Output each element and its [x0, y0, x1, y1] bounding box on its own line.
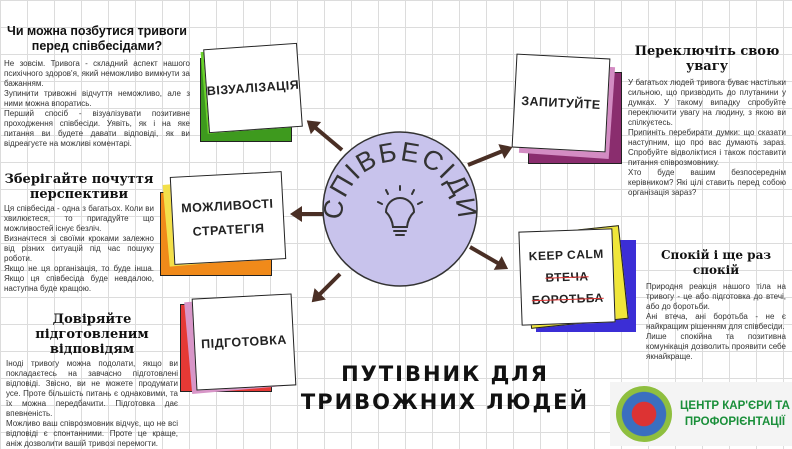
- section-paragraph: Ані втеча, ані боротьба - не є найкращим…: [646, 312, 786, 331]
- section-paragraph: Перший спосіб - візуалізувати позитивне …: [4, 109, 190, 148]
- section-paragraph: Припиніть перебирати думки: що сказати н…: [628, 128, 786, 167]
- section-paragraph: Не зовсім. Тривога - складний аспект наш…: [4, 59, 190, 88]
- poster-title: ПУТІВНИК ДЛЯ ТРИВОЖНИХ ЛЮДЕЙ: [300, 360, 590, 416]
- note-keep-calm: KEEP CALM: [528, 246, 604, 264]
- note-preparation: ПІДГОТОВКА: [191, 293, 297, 391]
- title-line-1: ПУТІВНИК ДЛЯ: [341, 362, 549, 386]
- section-title: Довіряйте підготовленим відповідям: [35, 312, 149, 357]
- card-preparation: ПІДГОТОВКА: [180, 290, 305, 400]
- note-fight: БОРОТЬБА: [531, 290, 604, 308]
- section-paragraph: Ця співбесіда - одна з багатьох. Коли ви…: [4, 204, 154, 233]
- card-keep-calm: KEEP CALM ВТЕЧА БОРОТЬБА: [506, 222, 641, 337]
- section-prepared-answers: Довіряйте підготовленим відповідям Іноді…: [6, 312, 178, 449]
- section-paragraph: Природня реакція нашого тіла на тривогу …: [646, 282, 786, 311]
- center-circle: СПІВБЕСІДИ: [320, 131, 480, 287]
- lightbulb-icon: [377, 185, 423, 236]
- note-flee: ВТЕЧА: [545, 269, 589, 285]
- section-paragraph: Лише спокійна та позитивна комунікація д…: [646, 332, 786, 361]
- logo-line-2: ПРОФОРІЄНТАЦІЇ: [684, 416, 786, 428]
- note-ask: ЗАПИТУЙТЕ: [511, 53, 611, 153]
- card-ask: ЗАПИТУЙТЕ: [508, 52, 623, 167]
- section-paragraph: У багатьох людей тривога буває настільки…: [628, 78, 786, 127]
- section-perspective: Зберігайте почуття перспективи Ця співбе…: [4, 172, 154, 294]
- note-strategy: СТРАТЕГІЯ: [192, 221, 265, 239]
- section-switch-attention: Переключіть свою увагу У багатьох людей …: [628, 44, 786, 198]
- title-line-2: ТРИВОЖНИХ ЛЮДЕЙ: [300, 390, 590, 414]
- section-paragraph: Можливо ваш співрозмовник відчує, що не …: [6, 419, 178, 448]
- section-paragraph: Якщо не ця організація, то буде інша. Як…: [4, 264, 154, 293]
- logo-block: ЦЕНТР КАР'ЄРИ ТА ПРОФОРІЄНТАЦІЇ: [610, 382, 792, 446]
- logo-line-1: ЦЕНТР КАР'ЄРИ ТА: [680, 400, 790, 412]
- note-visualization: ВІЗУАЛІЗАЦІЯ: [203, 42, 303, 134]
- section-paragraph: Зупинити тривожні відчуття неможливо, ал…: [4, 89, 190, 108]
- card-visualization: ВІЗУАЛІЗАЦІЯ: [196, 40, 306, 145]
- card-opportunities: МОЖЛИВОСТІ СТРАТЕГІЯ: [156, 170, 296, 280]
- section-title: Чи можна позбутися тривоги перед співбес…: [7, 24, 187, 53]
- section-calm: Спокій і ще раз спокій Природня реакція …: [646, 248, 786, 362]
- section-paragraph: Іноді тривогу можна подолати, якщо ви по…: [6, 359, 178, 418]
- section-title: Зберігайте почуття перспективи: [4, 172, 154, 202]
- emblem-icon: [616, 386, 672, 442]
- section-get-rid: Чи можна позбутися тривоги перед співбес…: [4, 24, 190, 149]
- section-paragraph: Хто буде вашим безпосереднім керівником?…: [628, 168, 786, 197]
- section-title: Спокій і ще раз спокій: [661, 248, 771, 277]
- section-title: Переключіть свою увагу: [634, 44, 780, 74]
- section-paragraph: Визначтеся зі своїми кроками залежно від…: [4, 234, 154, 263]
